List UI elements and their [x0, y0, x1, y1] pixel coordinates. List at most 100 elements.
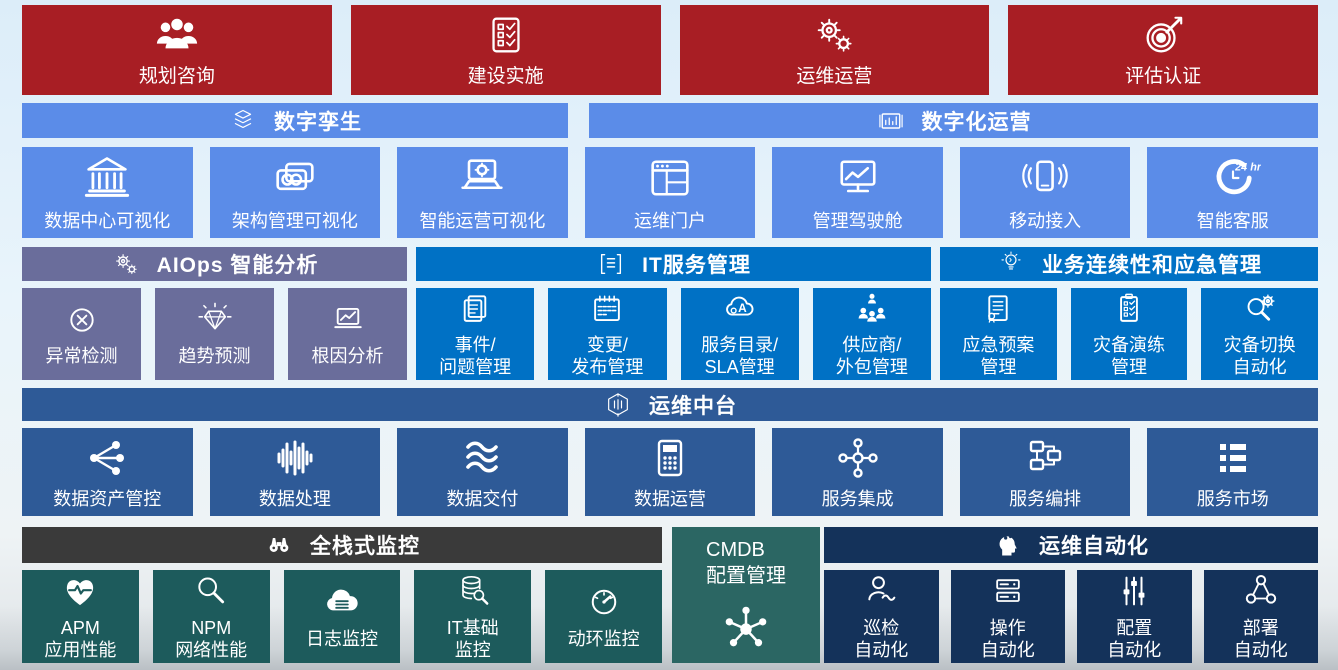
bank-icon: [79, 152, 135, 204]
header-title: IT服务管理: [642, 254, 751, 277]
card-label: 应急预案 管理: [962, 334, 1035, 377]
doc-seal-icon: [977, 290, 1019, 328]
card-datacenter-visualization: 数据中心可视化: [22, 147, 193, 238]
card-label: 巡检 自动化: [854, 618, 909, 660]
card-operation-automation: 操作 自动化: [950, 570, 1065, 663]
diamond-sparkle-icon: [194, 301, 236, 339]
card-construction-implementation: 建设实施: [350, 5, 661, 95]
card-service-marketplace: 服务市场: [1147, 428, 1319, 516]
svg-text:24 hr: 24 hr: [1234, 161, 1261, 173]
svg-text:A: A: [738, 301, 747, 315]
monitor-chart-icon: [830, 152, 886, 204]
header-itsm: IT服务管理: [416, 247, 931, 281]
header-full-stack-monitoring: 全栈式监控: [22, 527, 662, 563]
deploy-nodes-icon: [1239, 571, 1283, 611]
gears-icon: [809, 12, 859, 58]
header-digital-operations: 数字化运营: [589, 103, 1318, 138]
card-disaster-drill-mgmt: 灾备演练 管理: [1070, 288, 1188, 380]
aiops-group: 异常检测 趋势预测 根因分析: [22, 288, 407, 380]
waveform-icon: [269, 434, 321, 482]
checklist-icon: [481, 12, 531, 58]
header-title: AIOps 智能分析: [156, 254, 319, 277]
card-evaluation-certification: 评估认证: [1008, 5, 1318, 95]
card-log-monitoring: 日志监控: [283, 570, 401, 663]
card-change-release-mgmt: 变更/ 发布管理: [548, 288, 667, 380]
header-title: 运维中台: [649, 394, 737, 418]
card-label: 日志监控: [305, 629, 378, 650]
card-apm: APM 应用性能: [22, 570, 139, 663]
bulb-icon: [996, 250, 1026, 278]
hub-nodes-icon: [832, 434, 884, 482]
people-group-icon: [152, 12, 202, 58]
itsm-group: 事件/ 问题管理 变更/ 发布管理 A 服务目录/ SLA管理 供应商/ 外包管…: [416, 288, 931, 380]
magnifier-gear-icon: [1239, 290, 1281, 328]
header-title: 全栈式监控: [310, 535, 420, 558]
laptop-chart-icon: [327, 301, 369, 339]
card-label: 数据运营: [634, 488, 707, 509]
analysis-blocks-row: 异常检测 趋势预测 根因分析 事件/ 问题管理 变更/ 发布管理 A 服: [22, 288, 1319, 380]
support-24-icon: 24 hr: [1205, 152, 1261, 204]
monitoring-header-row: 全栈式监控: [22, 527, 662, 563]
card-env-monitoring: 动环监控: [545, 570, 662, 663]
docs-icon: [454, 290, 496, 328]
card-intelligent-customer-service: 24 hr 智能客服: [1147, 147, 1319, 238]
card-it-infra-monitoring: IT基础 监控: [414, 570, 532, 663]
card-label: 智能运营可视化: [419, 211, 546, 232]
analysis-headers-row: AIOps 智能分析 IT服务管理 业务连续性和应急管理: [22, 247, 1318, 281]
circle-x-icon: [61, 301, 103, 339]
card-label: 灾备演练 管理: [1093, 334, 1165, 377]
card-label: 部署 自动化: [1233, 618, 1288, 660]
card-label: 配置 自动化: [1107, 618, 1162, 660]
card-cmdb-config-mgmt: CMDB 配置管理: [672, 527, 820, 663]
visualization-row: 数据中心可视化 架构管理可视化 智能运营可视化 运维门户 管理驾驶舱 移动接入 …: [22, 147, 1319, 238]
card-label: 趋势预测: [178, 345, 251, 366]
card-label: 异常检测: [45, 345, 118, 366]
card-label: 智能客服: [1196, 211, 1269, 232]
card-npm: NPM 网络性能: [152, 570, 270, 663]
monitoring-blocks-row: APM 应用性能 NPM 网络性能 日志监控 IT基础 监控 动环监控: [22, 570, 662, 663]
card-incident-problem-mgmt: 事件/ 问题管理: [416, 288, 535, 380]
cloud-server-icon: [320, 582, 364, 622]
card-label: APM 应用性能: [44, 618, 117, 660]
card-label: 操作 自动化: [980, 618, 1035, 660]
card-management-cockpit: 管理驾驶舱: [772, 147, 943, 238]
card-label: 数据处理: [258, 488, 331, 509]
card-label: 服务目录/ SLA管理: [701, 334, 779, 377]
card-operations-management: 运维运营: [679, 5, 990, 95]
header-digital-twin: 数字孪生: [22, 103, 568, 138]
header-aiops: AIOps 智能分析: [22, 247, 407, 281]
cloud-a-icon: A: [719, 290, 761, 328]
card-label: NPM 网络性能: [175, 618, 248, 660]
header-title: 运维自动化: [1039, 535, 1149, 558]
digital-headers-row: 数字孪生 数字化运营: [22, 103, 1318, 138]
calculator-icon: [644, 434, 696, 482]
share-branch-icon: [81, 434, 133, 482]
card-label: 数据资产管控: [53, 488, 162, 509]
card-data-processing: 数据处理: [209, 428, 381, 516]
card-mobile-access: 移动接入: [959, 147, 1131, 238]
header-ops-automation: 运维自动化: [824, 527, 1318, 563]
card-label: 数据中心可视化: [44, 211, 171, 232]
heart-pulse-icon: [58, 571, 102, 611]
card-label: 动环监控: [567, 629, 640, 650]
target-icon: [1138, 12, 1188, 58]
head-gears-icon: [993, 531, 1023, 559]
card-label: 移动接入: [1009, 211, 1082, 232]
calendar-icon: [586, 290, 628, 328]
card-label: 根因分析: [311, 345, 384, 366]
list-icon: [1207, 434, 1259, 482]
header-business-continuity: 业务连续性和应急管理: [940, 247, 1318, 281]
card-label: 服务市场: [1196, 488, 1269, 509]
molecule-icon: [718, 601, 774, 651]
card-label: 供应商/ 外包管理: [835, 334, 908, 377]
card-data-operation: 数据运营: [584, 428, 756, 516]
hexagon-icon: [603, 391, 633, 419]
top-services-row: 规划咨询 建设实施 运维运营 评估认证: [22, 5, 1318, 95]
card-label: 事件/ 问题管理: [439, 334, 512, 377]
card-inspection-automation: 巡检 自动化: [824, 570, 939, 663]
laptop-gear-icon: [454, 152, 510, 204]
card-data-delivery: 数据交付: [397, 428, 568, 516]
automation-blocks-row: 巡检 自动化 操作 自动化 配置 自动化 部署 自动化: [824, 570, 1318, 663]
card-label: 服务编排: [1009, 488, 1082, 509]
